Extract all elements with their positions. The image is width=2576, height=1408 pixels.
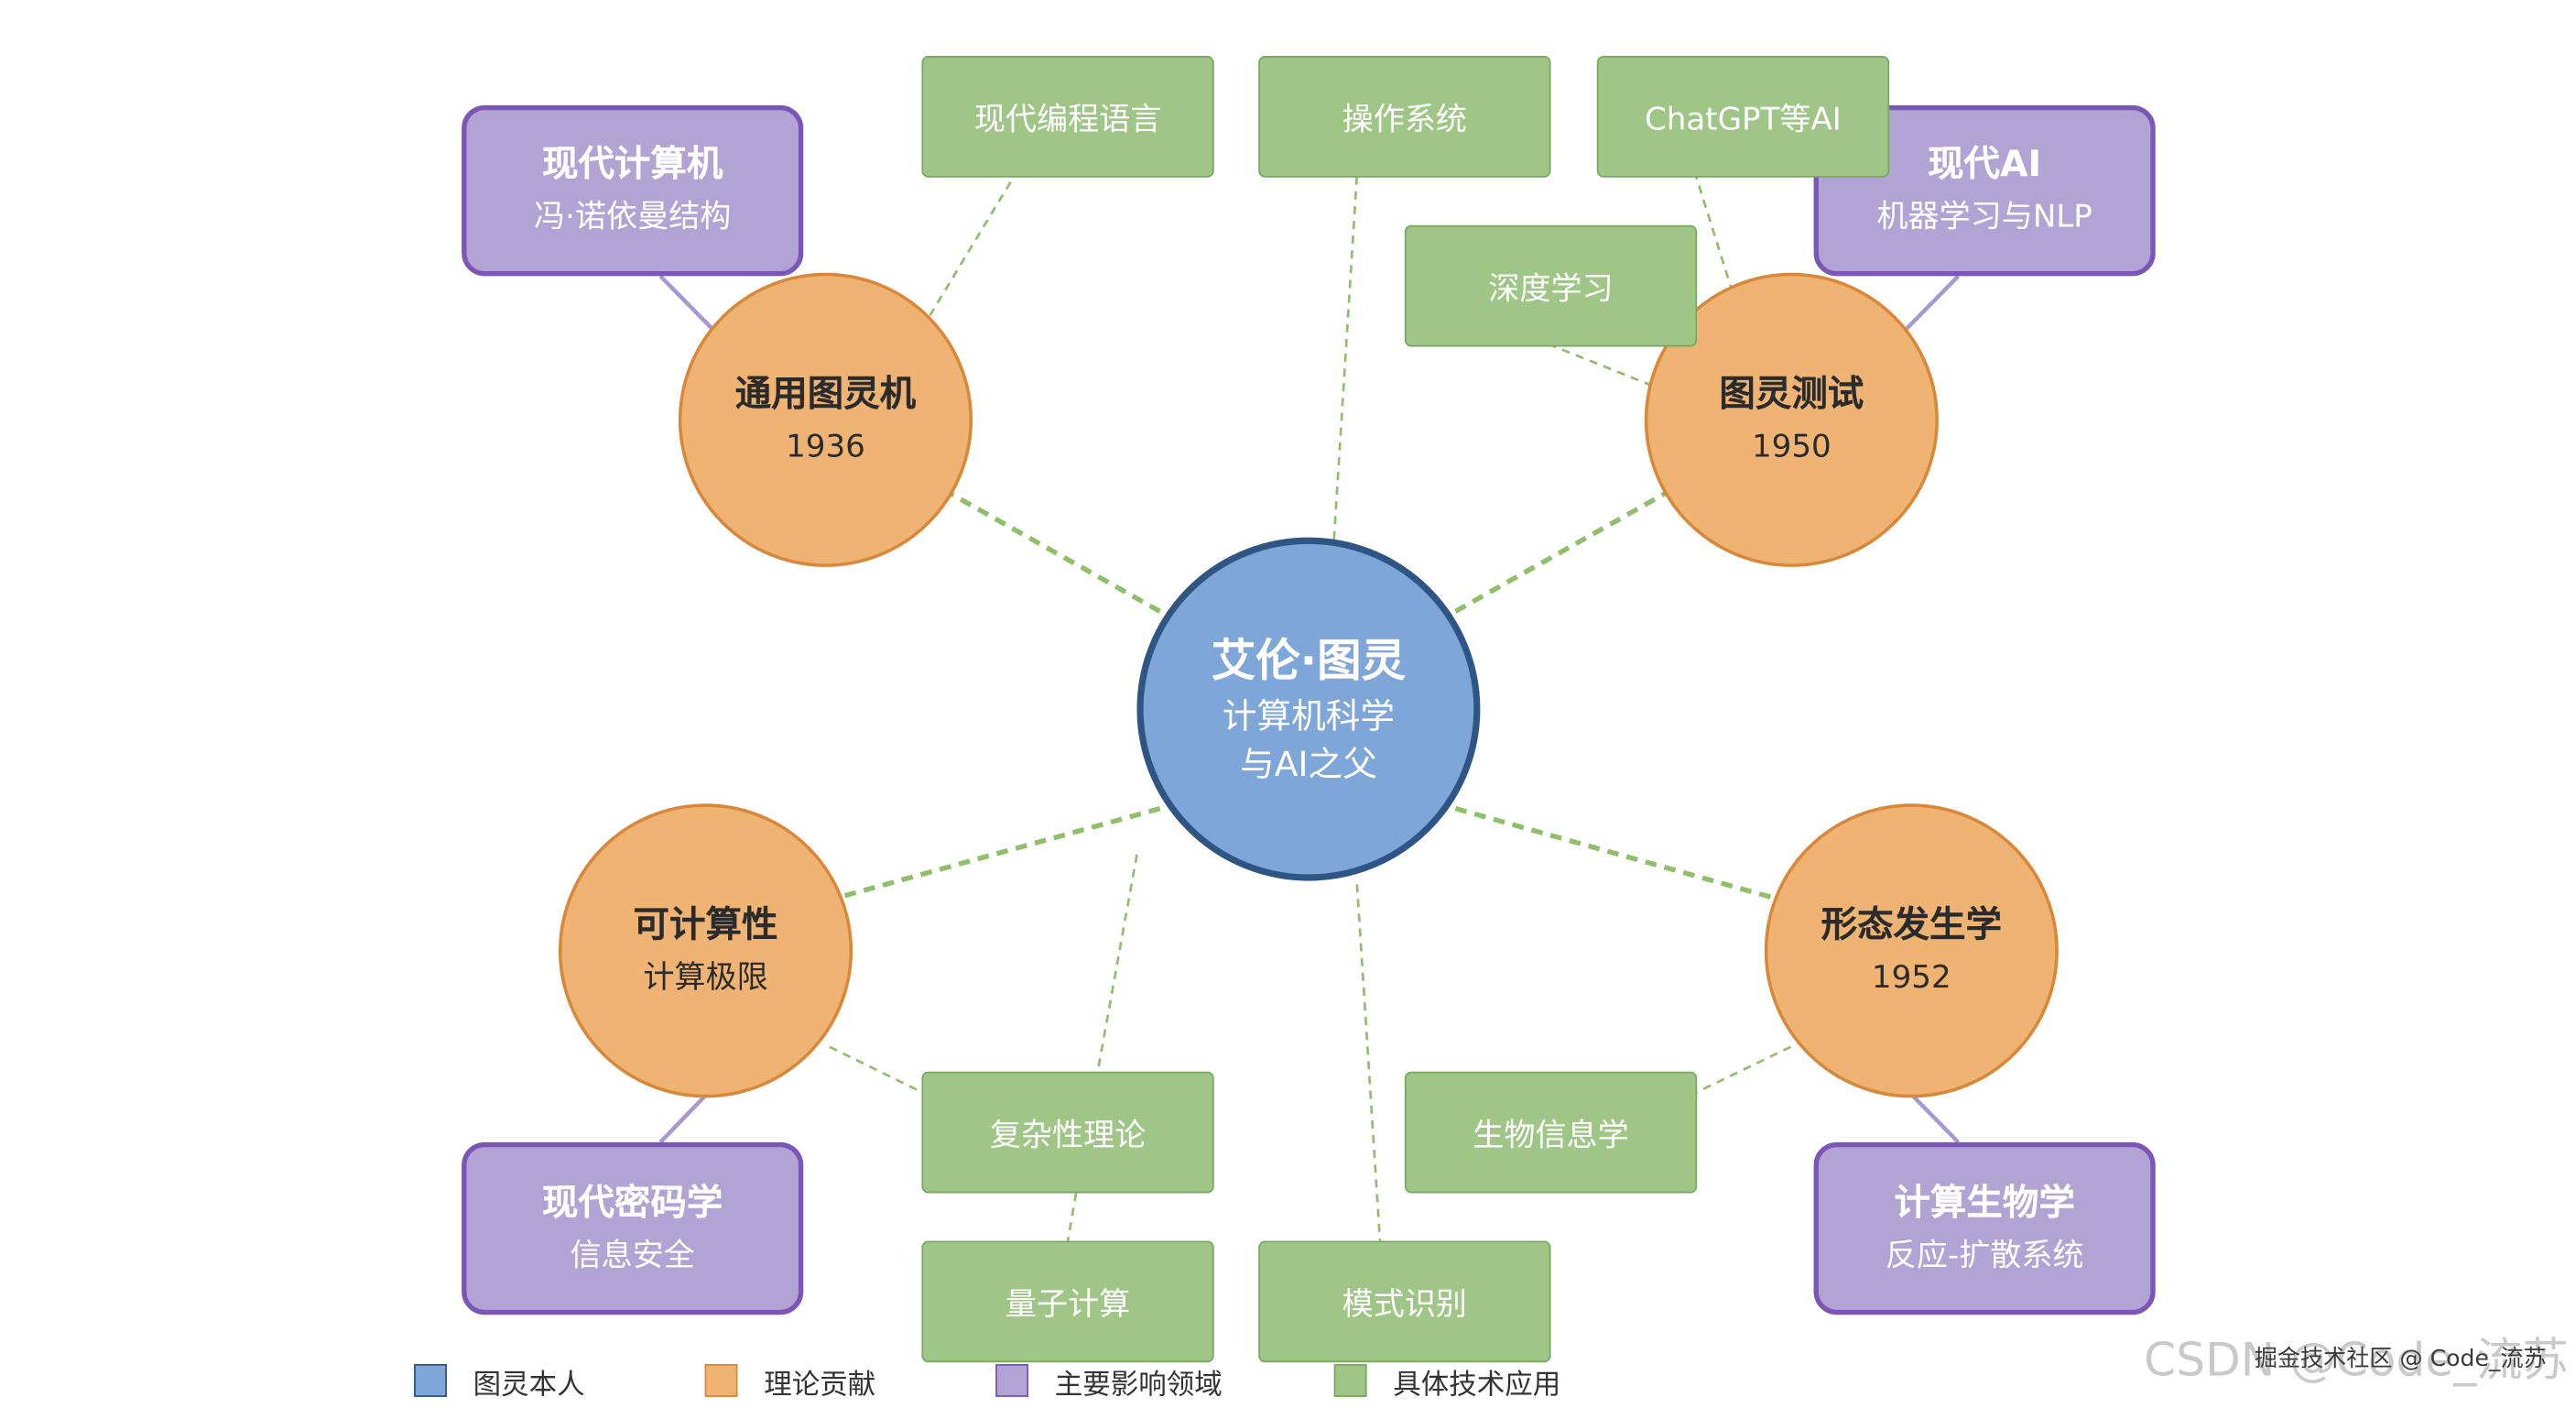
- field-computational-biology: 计算生物学 反应-扩散系统: [1813, 1141, 2156, 1315]
- application-label: 深度学习: [1488, 270, 1614, 307]
- field-title: 计算生物学: [1894, 1182, 2075, 1224]
- legend-label: 理论贡献: [764, 1368, 876, 1402]
- legend-item-turing: 图灵本人: [414, 1360, 585, 1402]
- legend-item-fields: 主要影响领域: [995, 1360, 1223, 1402]
- link-center-complexity: [1096, 854, 1138, 1074]
- watermark: 掘金技术社区 @ Code_流苏: [2254, 1346, 2547, 1372]
- contribution-subtitle: 计算极限: [643, 958, 768, 996]
- application-label: 量子计算: [1005, 1285, 1131, 1323]
- field-subtitle: 信息安全: [570, 1236, 695, 1273]
- application-quantum-computing: 量子计算: [921, 1240, 1214, 1363]
- contribution-title: 可计算性: [633, 904, 778, 946]
- application-complexity-theory: 复杂性理论: [921, 1071, 1214, 1194]
- field-modern-computer: 现代计算机 冯·诺依曼结构: [462, 104, 804, 277]
- legend-label: 具体技术应用: [1393, 1368, 1561, 1402]
- contribution-subtitle: 1936: [786, 428, 865, 464]
- legend-swatch-green: [1333, 1364, 1367, 1397]
- legend-swatch-orange: [704, 1364, 738, 1397]
- watermark-faded: CSDN @Code_流苏: [2144, 1332, 2569, 1388]
- contribution-turing-machine: 通用图灵机 1936: [678, 272, 973, 567]
- link-center-morphogenesis: [1454, 806, 1778, 901]
- link-turing-test-chatgpt: [1694, 173, 1743, 322]
- legend-item-theory: 理论贡献: [704, 1360, 876, 1402]
- legend-swatch-blue: [414, 1364, 447, 1397]
- application-bioinformatics: 生物信息学: [1404, 1071, 1698, 1194]
- link-turing-test-deep-learning: [1550, 344, 1667, 393]
- field-subtitle: 机器学习与NLP: [1876, 199, 2092, 235]
- center-node-alan-turing: 艾伦·图灵 计算机科学 与AI之父: [1136, 537, 1481, 881]
- application-deep-learning: 深度学习: [1404, 224, 1698, 347]
- field-title: 现代计算机: [541, 144, 723, 186]
- contribution-subtitle: 1952: [1871, 958, 1951, 996]
- link-center-pattern-recognition: [1355, 884, 1382, 1241]
- legend-label: 图灵本人: [473, 1368, 585, 1402]
- contribution-subtitle: 1950: [1751, 428, 1831, 464]
- application-label: ChatGPT等AI: [1644, 101, 1842, 137]
- field-title: 现代AI: [1928, 144, 2042, 186]
- legend-label: 主要影响领域: [1054, 1368, 1223, 1402]
- link-morphogenesis-bioinformatics: [1694, 1045, 1792, 1095]
- link-center-operating-systems: [1332, 174, 1359, 540]
- application-label: 现代编程语言: [973, 101, 1162, 137]
- center-subtitle-line2: 与AI之父: [1239, 743, 1377, 783]
- field-cryptography: 现代密码学 信息安全: [462, 1141, 804, 1315]
- application-label: 复杂性理论: [989, 1117, 1147, 1153]
- link-complexity-quantum: [1066, 1193, 1078, 1241]
- field-subtitle: 反应-扩散系统: [1885, 1236, 2084, 1273]
- legend-item-applications: 具体技术应用: [1333, 1360, 1561, 1402]
- contribution-computability: 可计算性 计算极限: [558, 803, 853, 1098]
- contribution-title: 通用图灵机: [734, 374, 917, 415]
- field-title: 现代密码学: [541, 1182, 723, 1224]
- application-operating-systems: 操作系统: [1258, 55, 1551, 178]
- application-pattern-recognition: 模式识别: [1258, 1240, 1551, 1363]
- link-center-turing-machine: [948, 490, 1161, 614]
- link-center-computability: [831, 806, 1161, 901]
- contribution-title: 形态发生学: [1821, 904, 2002, 946]
- contribution-morphogenesis: 形态发生学 1952: [1764, 803, 2059, 1098]
- application-label: 模式识别: [1342, 1285, 1468, 1323]
- contribution-title: 图灵测试: [1719, 374, 1864, 415]
- center-subtitle-line1: 计算机科学: [1222, 695, 1396, 736]
- legend-swatch-purple: [995, 1364, 1029, 1397]
- application-programming-languages: 现代编程语言: [921, 55, 1214, 178]
- application-chatgpt: ChatGPT等AI: [1596, 55, 1890, 178]
- application-label: 生物信息学: [1473, 1117, 1629, 1153]
- application-label: 操作系统: [1342, 101, 1468, 137]
- link-center-turing-test: [1454, 490, 1668, 614]
- center-title: 艾伦·图灵: [1211, 635, 1406, 686]
- field-subtitle: 冯·诺依曼结构: [533, 199, 732, 235]
- link-turing-machine-programming: [929, 173, 1016, 317]
- link-computability-complexity: [829, 1045, 924, 1095]
